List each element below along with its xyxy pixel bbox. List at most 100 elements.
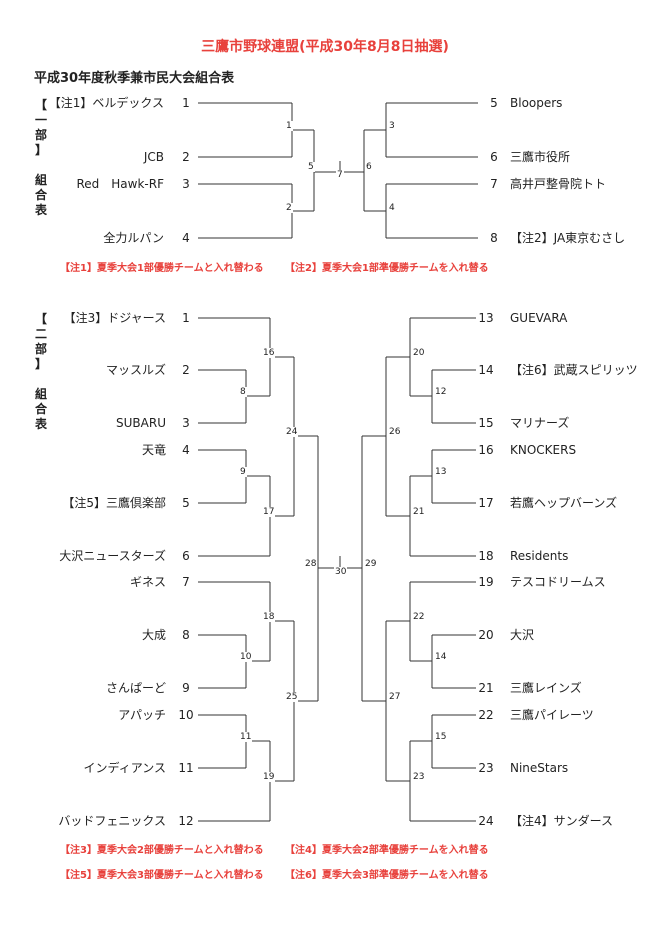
- team-name: 【注5】三鷹倶楽部: [62, 496, 166, 510]
- team-name: 高井戸整骨院トト: [510, 177, 607, 191]
- game-number: 6: [365, 162, 373, 172]
- division-label-char: 合: [34, 188, 47, 202]
- team-name: 三鷹市役所: [510, 150, 571, 164]
- game-number: 19: [262, 772, 276, 782]
- game-number: 2: [285, 203, 293, 213]
- seed-number: 10: [178, 708, 194, 722]
- game-number: 16: [262, 348, 276, 358]
- team-name: 三鷹パイレーツ: [510, 708, 594, 722]
- game-number: 18: [262, 612, 276, 622]
- division-label-char: 】: [34, 357, 47, 371]
- seed-number: 21: [478, 681, 494, 695]
- game-number: 28: [304, 559, 318, 569]
- seed-number: 12: [178, 814, 194, 828]
- game-number: 21: [412, 507, 426, 517]
- seed-number: 2: [182, 363, 190, 377]
- seed-number: 15: [478, 416, 494, 430]
- game-number: 24: [285, 427, 299, 437]
- game-number: 14: [434, 652, 448, 662]
- team-name: バッドフェニックス: [58, 814, 166, 828]
- division-label-char: 組: [34, 387, 47, 401]
- seed-number: 2: [182, 150, 190, 164]
- page-subtitle: 平成30年度秋季兼市民大会組合表: [34, 71, 235, 86]
- note-6: 【注6】夏季大会3部準優勝チームを入れ替る: [285, 870, 489, 881]
- note-1: 【注1】夏季大会1部優勝チームと入れ替わる: [60, 263, 264, 274]
- team-name: 【注6】武蔵スピリッツ: [510, 363, 638, 377]
- division-label-char: 【: [34, 98, 47, 112]
- seed-number: 7: [490, 177, 498, 191]
- division-label-char: 一: [34, 113, 47, 127]
- seed-number: 14: [478, 363, 494, 377]
- game-number: 13: [434, 467, 448, 477]
- game-number: 22: [412, 612, 426, 622]
- team-name: 大沢: [510, 628, 535, 642]
- seed-number: 6: [490, 150, 498, 164]
- division-label-char: 合: [34, 402, 47, 416]
- seed-number: 17: [478, 496, 494, 510]
- seed-number: 6: [182, 549, 190, 563]
- team-name: JCB: [143, 150, 164, 164]
- division-label-char: 【: [34, 312, 47, 326]
- seed-number: 3: [182, 177, 190, 191]
- game-number: 27: [388, 692, 402, 702]
- seed-number: 20: [478, 628, 494, 642]
- seed-number: 4: [182, 231, 190, 245]
- team-name: KNOCKERS: [510, 443, 577, 457]
- game-number: 15: [434, 732, 448, 742]
- team-name: Red Hawk-RF: [76, 177, 164, 191]
- team-name: 大成: [141, 628, 166, 642]
- division-label-char: 表: [34, 203, 47, 217]
- game-number: 20: [412, 348, 426, 358]
- note-5: 【注5】夏季大会3部優勝チームと入れ替わる: [60, 870, 264, 881]
- division-label-char: 】: [34, 143, 47, 157]
- seed-number: 3: [182, 416, 190, 430]
- division-label-char: 部: [34, 128, 47, 142]
- seed-number: 7: [182, 575, 190, 589]
- note-2: 【注2】夏季大会1部準優勝チームを入れ替る: [285, 263, 489, 274]
- game-number: 1: [285, 121, 293, 131]
- seed-number: 16: [478, 443, 494, 457]
- team-name: 天竜: [141, 443, 166, 457]
- seed-number: 8: [182, 628, 190, 642]
- game-number: 8: [239, 387, 247, 397]
- game-number: 3: [388, 121, 396, 131]
- team-name: 全力ルパン: [103, 231, 164, 245]
- page-title: 三鷹市野球連盟(平成30年8月8日抽選): [201, 39, 449, 55]
- division-label-char: 組: [34, 173, 47, 187]
- game-number: 4: [388, 203, 396, 213]
- team-name: 三鷹レインズ: [510, 681, 582, 695]
- team-name: Bloopers: [510, 96, 563, 110]
- game-number: 25: [285, 692, 299, 702]
- seed-number: 1: [182, 311, 190, 325]
- team-name: NineStars: [510, 761, 569, 775]
- game-number: 10: [239, 652, 253, 662]
- seed-number: 8: [490, 231, 498, 245]
- game-number: 29: [364, 559, 378, 569]
- seed-number: 23: [478, 761, 494, 775]
- team-name: テスコドリームス: [510, 575, 606, 589]
- seed-number: 5: [490, 96, 498, 110]
- seed-number: 22: [478, 708, 494, 722]
- team-name: 【注1】ベルデックス: [48, 96, 164, 110]
- game-number: 26: [388, 427, 402, 437]
- game-number: 30: [334, 567, 348, 577]
- team-name: マッスルズ: [105, 363, 166, 377]
- team-name: SUBARU: [116, 416, 166, 430]
- seed-number: 24: [478, 814, 494, 828]
- team-name: 【注4】サンダース: [510, 814, 614, 828]
- game-number: 23: [412, 772, 426, 782]
- note-4: 【注4】夏季大会2部準優勝チームを入れ替る: [285, 845, 489, 856]
- game-number: 11: [239, 732, 253, 742]
- team-name: 【注2】JA東京むさし: [510, 231, 626, 245]
- team-name: ギネス: [129, 575, 166, 589]
- game-number: 7: [336, 170, 344, 180]
- division-2-label: 【二部】 組合表: [33, 312, 49, 432]
- team-name: 若鷹ヘップバーンズ: [510, 496, 618, 510]
- team-name: マリナーズ: [510, 416, 570, 430]
- division-label-char: 表: [34, 417, 47, 431]
- seed-number: 5: [182, 496, 190, 510]
- game-number: 5: [307, 162, 315, 172]
- team-name: さんぱーど: [105, 681, 166, 695]
- division-label-char: 二: [34, 327, 47, 341]
